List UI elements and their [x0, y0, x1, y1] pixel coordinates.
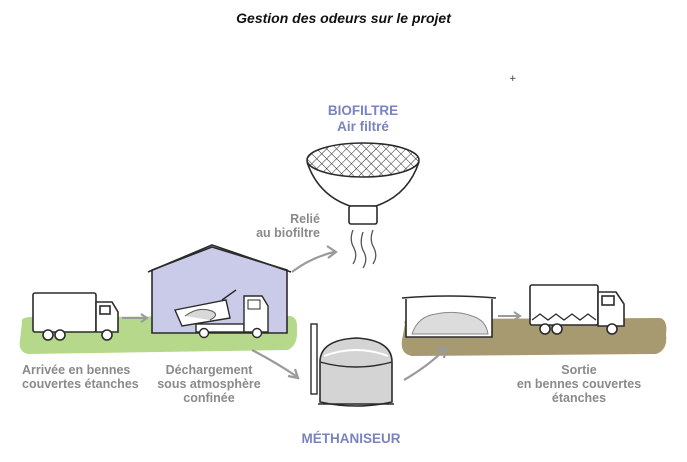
small-cross-mark: + — [509, 74, 517, 84]
au-biofiltre-label: au biofiltre — [256, 226, 320, 240]
sous-atmosphere-label: sous atmosphère — [157, 377, 261, 391]
arrival-truck-icon — [32, 292, 119, 341]
couvertes-etanches-label: couvertes étanches — [22, 377, 139, 391]
relie-label: Relié — [290, 212, 320, 226]
arrow-to-storage-icon — [403, 349, 445, 381]
biofiltre-heading: BIOFILTRE — [327, 103, 399, 118]
air-filtre-heading: Air filtré — [337, 119, 389, 134]
digester-tank-icon — [310, 323, 394, 407]
confinee-label: confinée — [183, 391, 235, 405]
arrow-to-digester-icon — [251, 349, 297, 377]
arrow-to-biofilter-icon — [291, 250, 335, 273]
en-bennes-couvertes-label: en bennes couvertes — [516, 377, 642, 391]
etanches-label: étanches — [551, 391, 607, 405]
methaniseur-heading: MÉTHANISEUR — [301, 431, 401, 446]
exit-truck-icon — [529, 284, 625, 335]
biofilter-funnel-icon — [306, 142, 420, 269]
page-title: Gestion des odeurs sur le projet — [236, 10, 451, 26]
dechargement-label: Déchargement — [165, 363, 253, 377]
storage-bin-icon — [401, 295, 497, 338]
arrivee-label: Arrivée en bennes — [22, 363, 131, 377]
building-icon — [147, 244, 292, 339]
sortie-label: Sortie — [561, 363, 597, 377]
